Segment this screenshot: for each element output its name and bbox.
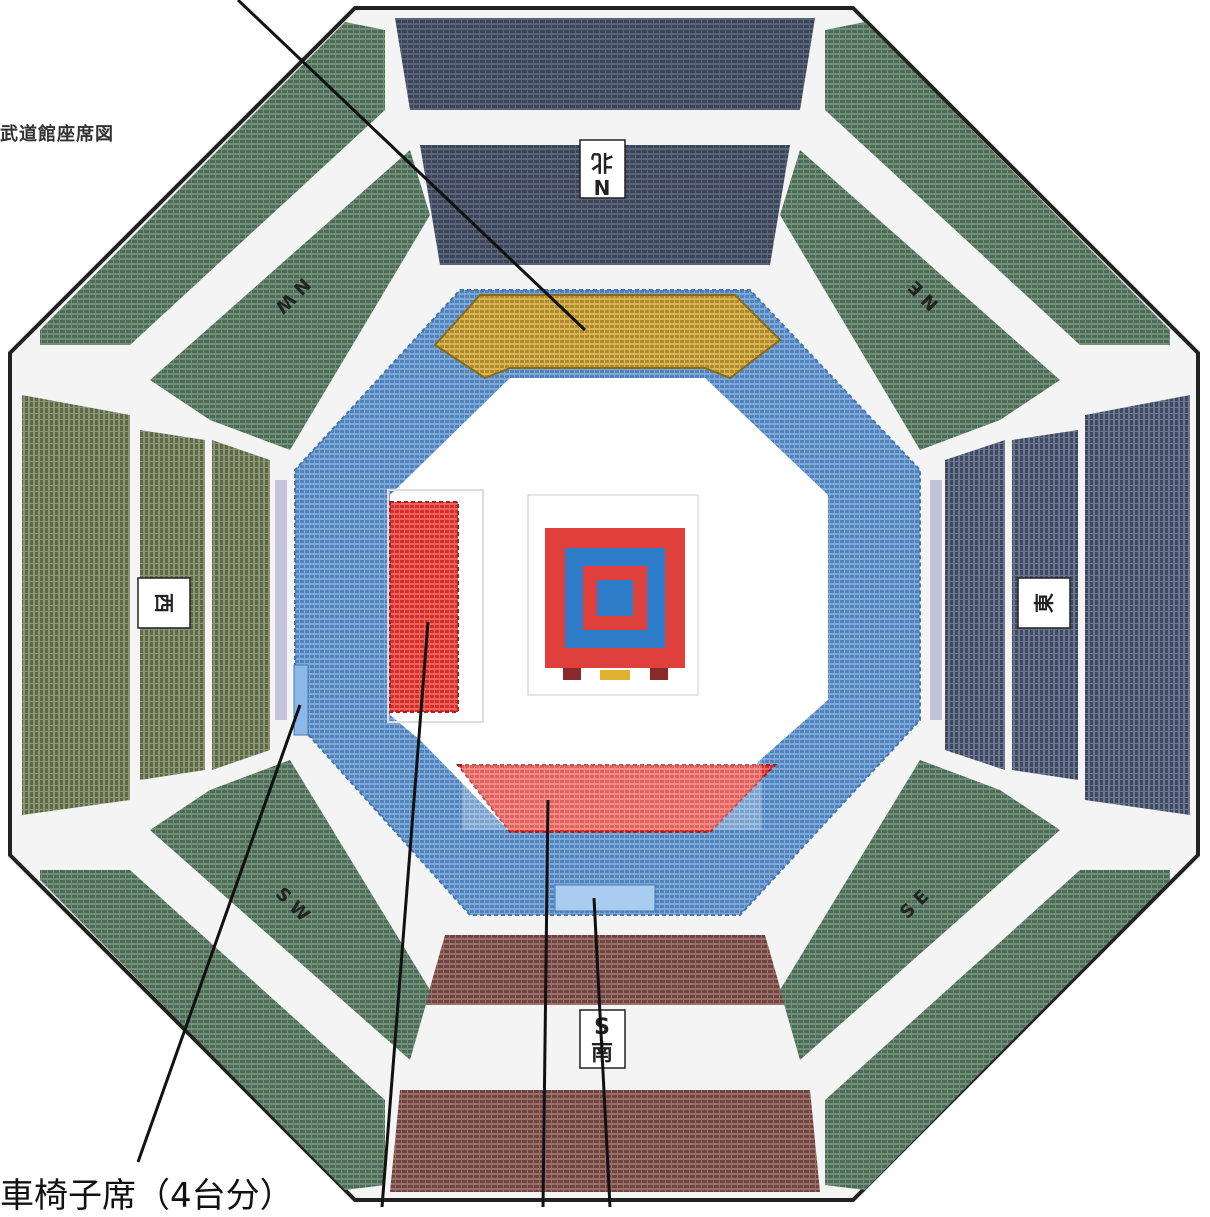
wheelchair-area-south[interactable]	[554, 884, 656, 912]
east-aisle	[930, 480, 942, 720]
floor-west-frame	[387, 489, 484, 723]
section-south-upper[interactable]	[390, 1090, 820, 1192]
arena-gold-seats[interactable]	[433, 294, 782, 380]
section-northwest-lower[interactable]	[150, 150, 430, 450]
ring-step-right	[650, 668, 668, 680]
section-northeast-lower[interactable]	[780, 150, 1060, 450]
label-east: 東	[1017, 577, 1071, 629]
section-south-middle[interactable]	[425, 935, 785, 1005]
section-west-upper[interactable]	[22, 395, 130, 815]
label-west-kanji: 西	[152, 593, 176, 613]
section-north-middle[interactable]	[420, 145, 790, 265]
floor-red-south[interactable]	[455, 764, 778, 833]
ring-marker	[600, 670, 630, 680]
ring-center[interactable]	[597, 580, 633, 616]
section-northwest-upper[interactable]	[40, 22, 385, 345]
callout-line-wheelchair-south	[592, 897, 612, 1207]
map-title: 武道館座席図	[0, 124, 114, 145]
section-east-inner[interactable]	[945, 440, 1005, 770]
section-southwest-upper[interactable]	[40, 870, 385, 1190]
section-southeast-upper[interactable]	[825, 870, 1170, 1190]
floor-south-frame	[462, 750, 762, 830]
callout-wheelchair-label: 車椅子席（4台分）	[0, 1176, 294, 1216]
label-east-kanji: 東	[1032, 593, 1056, 613]
label-north: 北 N	[579, 139, 626, 199]
callout-line-wheelchair	[136, 704, 302, 1163]
section-north-upper[interactable]	[395, 18, 815, 110]
label-north-kanji: 北	[591, 149, 613, 174]
label-west: 西	[137, 577, 191, 629]
callout-line-gold	[236, 0, 587, 332]
west-aisle	[275, 480, 287, 720]
ring-step-left	[563, 668, 581, 680]
section-west-inner[interactable]	[212, 440, 270, 770]
callout-line-floor-west	[380, 621, 430, 1207]
callout-line-floor-south	[541, 799, 550, 1207]
wheelchair-area-west[interactable]	[293, 664, 309, 736]
section-southwest-lower[interactable]	[150, 760, 430, 1060]
section-southeast-lower[interactable]	[780, 760, 1060, 1060]
section-northeast-upper[interactable]	[825, 22, 1170, 345]
label-north-letter: N	[594, 175, 611, 199]
section-east-upper[interactable]	[1085, 395, 1190, 815]
